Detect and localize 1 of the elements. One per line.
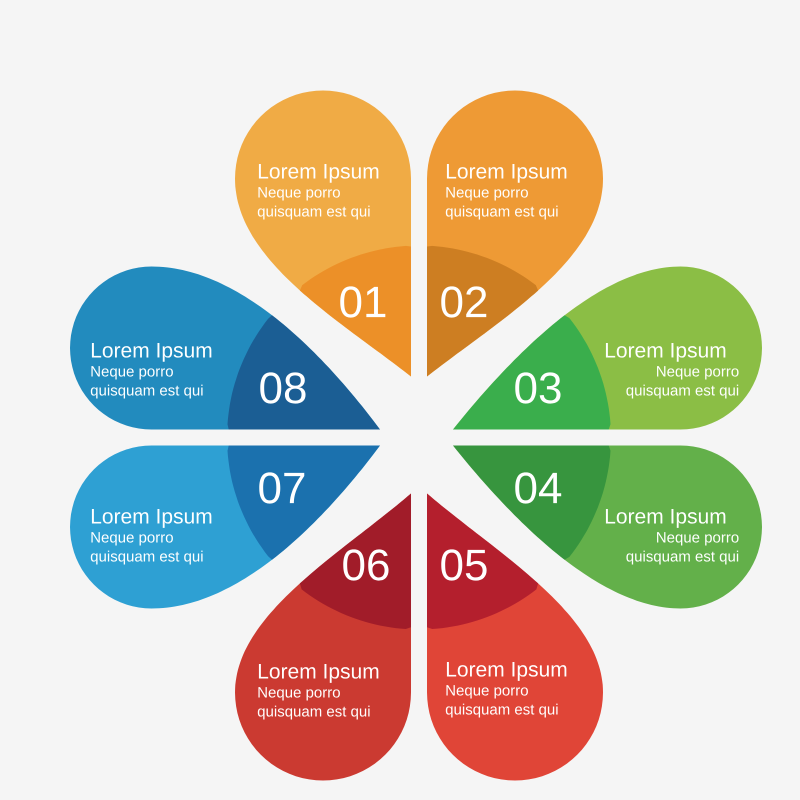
petal-segment: 06 [300, 494, 411, 629]
